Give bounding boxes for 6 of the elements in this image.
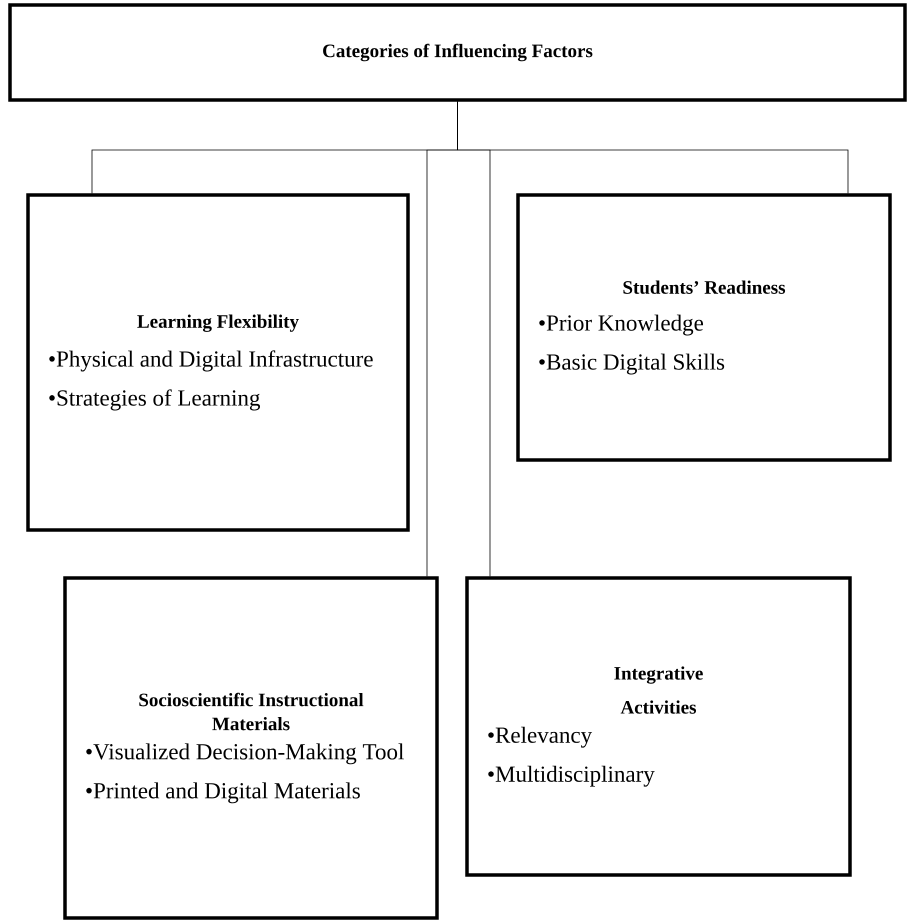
category-box: Learning Flexibility •Physical and Digital Infrastructure •Strategies of Learning	[26, 193, 410, 532]
category-box: Integrative Activities •Relevancy •Multidisciplinary	[465, 576, 852, 877]
category-box: Socioscientific Instructional Materials •Visualized Decision-Making Tool •Printed and Digital Materials	[63, 576, 439, 920]
category-box: Students’ Readiness •Prior Knowledge •Basic Digital Skills	[516, 193, 892, 462]
connector-line	[457, 101, 490, 577]
title-box: Categories of Influencing Factors	[8, 3, 907, 102]
